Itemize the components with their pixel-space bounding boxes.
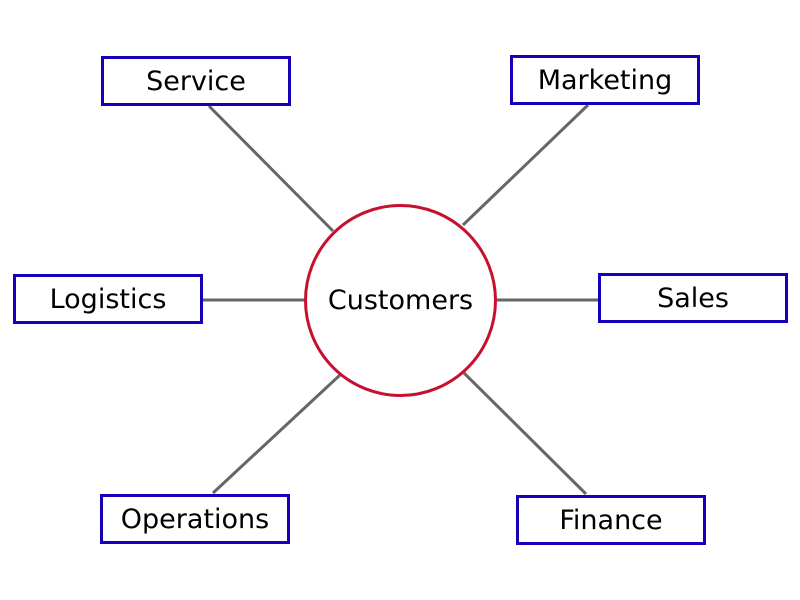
edge-service — [207, 104, 335, 233]
node-label: Marketing — [537, 64, 673, 96]
node-logistics: Logistics — [13, 274, 203, 324]
node-finance: Finance — [516, 495, 706, 545]
node-marketing: Marketing — [510, 55, 700, 105]
edge-marketing — [461, 103, 590, 227]
node-label: Operations — [120, 503, 270, 535]
node-sales: Sales — [598, 273, 788, 323]
customers-hub: Customers — [304, 204, 497, 397]
node-label: Logistics — [49, 283, 167, 315]
node-label: Sales — [657, 282, 729, 314]
edge-operations — [211, 373, 342, 495]
edge-finance — [462, 371, 588, 496]
node-label: Finance — [559, 504, 663, 536]
node-label: Service — [146, 65, 246, 97]
node-operations: Operations — [100, 494, 290, 544]
hub-label: Customers — [327, 285, 474, 316]
node-service: Service — [101, 56, 291, 106]
